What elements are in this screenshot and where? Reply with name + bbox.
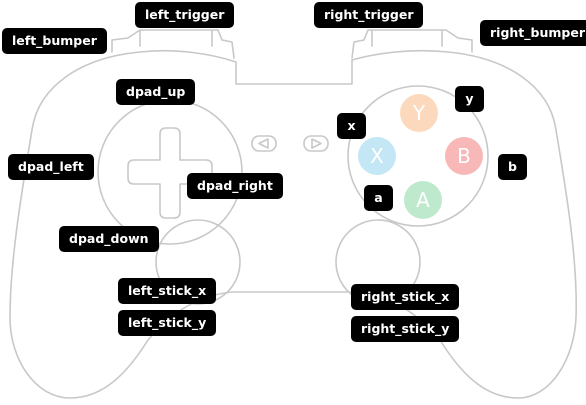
face-button-b-glyph: B — [457, 144, 471, 168]
left-stick — [155, 219, 241, 305]
label-right-trigger: right_trigger — [314, 2, 424, 28]
dpad-well — [97, 99, 243, 245]
label-right-bumper: right_bumper — [480, 20, 586, 46]
start-arrow-icon — [311, 138, 322, 149]
face-button-a: A — [404, 181, 442, 219]
label-b-button: b — [498, 154, 527, 180]
face-button-x-glyph: X — [370, 144, 384, 168]
label-left-stick-y: left_stick_y — [118, 310, 217, 336]
label-a-button: a — [364, 185, 393, 211]
label-left-bumper: left_bumper — [2, 28, 107, 54]
label-left-stick-x: left_stick_x — [118, 278, 217, 304]
face-button-x: X — [358, 137, 396, 175]
label-y-button: y — [455, 86, 484, 112]
label-dpad-left: dpad_left — [8, 154, 94, 180]
face-button-a-glyph: A — [416, 188, 430, 212]
face-buttons-well — [347, 85, 489, 227]
left-bumper-shape — [111, 29, 235, 59]
face-button-b: B — [445, 137, 483, 175]
start-button — [303, 135, 329, 152]
select-button — [251, 135, 277, 152]
right-bumper-shape — [351, 29, 473, 59]
face-button-y-glyph: Y — [412, 101, 426, 125]
face-button-y: Y — [400, 94, 438, 132]
label-dpad-up: dpad_up — [116, 79, 196, 105]
label-dpad-down: dpad_down — [59, 226, 159, 252]
label-x-button: x — [337, 113, 366, 139]
label-right-stick-x: right_stick_x — [351, 284, 460, 310]
dpad-cross — [127, 127, 213, 219]
controller-body — [9, 49, 578, 399]
select-arrow-icon — [258, 138, 269, 149]
label-dpad-right: dpad_right — [187, 173, 283, 199]
label-left-trigger: left_trigger — [135, 2, 235, 28]
label-right-stick-y: right_stick_y — [351, 316, 460, 342]
